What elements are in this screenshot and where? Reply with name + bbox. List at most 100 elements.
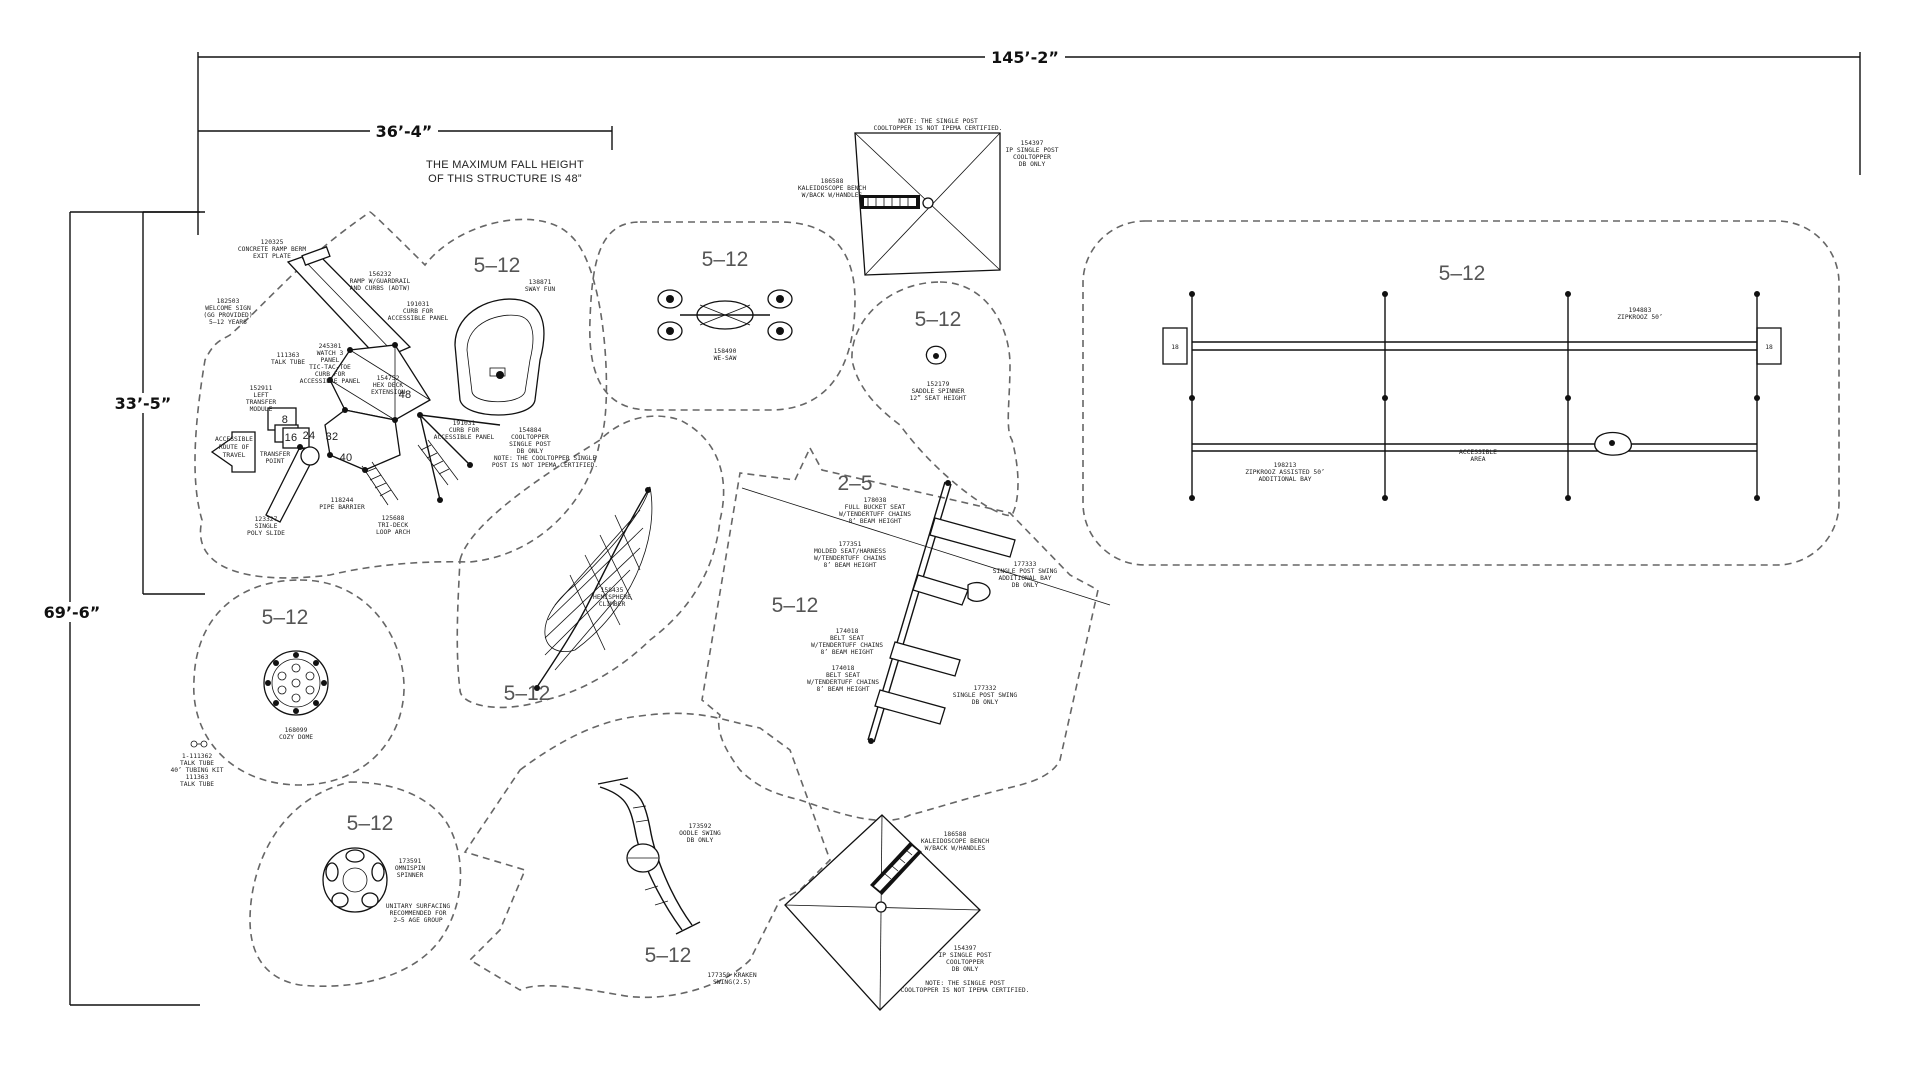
sway-fun xyxy=(454,298,545,416)
zone-oodle-label: 5–12 xyxy=(645,944,692,967)
svg-text:18: 18 xyxy=(1171,344,1179,351)
oodle-swing: 173592 OODLE SWING DB ONLY 177350 KRAKEN… xyxy=(597,777,757,986)
label-welcome-sign: 182503 WELCOME SIGN (GG PROVIDED) 5–12 Y… xyxy=(203,298,252,326)
hemisphere-climber: 158435 HEMISPHERE CLIMBER xyxy=(534,486,653,691)
zone-zipline xyxy=(1082,220,1840,566)
svg-text:NOTE: THE SINGLE POST: NOTE: THE SINGLE POST xyxy=(898,118,978,125)
svg-text:118244: 118244 xyxy=(331,497,354,504)
svg-text:154397: 154397 xyxy=(954,945,977,952)
svg-text:CURB FOR: CURB FOR xyxy=(315,371,346,378)
label-transfer-module: 152911 LEFT TRANSFER MODULE xyxy=(246,385,277,413)
svg-text:BELT SEAT: BELT SEAT xyxy=(830,635,864,642)
svg-text:ADDITIONAL BAY: ADDITIONAL BAY xyxy=(1258,476,1311,483)
svg-text:DB ONLY: DB ONLY xyxy=(952,966,979,973)
label-oodle-swing: 173592 OODLE SWING DB ONLY xyxy=(679,823,721,844)
svg-text:RAMP W/GUARDRAIL: RAMP W/GUARDRAIL xyxy=(350,278,411,285)
svg-text:RECOMMENDED FOR: RECOMMENDED FOR xyxy=(390,910,447,917)
zone-zipline-label: 5–12 xyxy=(1439,262,1486,285)
svg-text:173592: 173592 xyxy=(689,823,712,830)
label-hemisphere: 158435 HEMISPHERE CLIMBER xyxy=(593,587,631,608)
svg-text:TIC-TAC-TOE: TIC-TAC-TOE xyxy=(309,364,351,371)
zipkrooz-zipline: 18 18 194883 ZIPKROOZ 50’ 198213 ZIPKROO… xyxy=(1162,291,1782,501)
svg-text:POLY SLIDE: POLY SLIDE xyxy=(247,530,285,537)
zone-cozy-dome xyxy=(193,579,405,786)
svg-text:AREA: AREA xyxy=(1470,456,1485,463)
svg-text:SWAY FUN: SWAY FUN xyxy=(525,286,556,293)
svg-text:ZIPKROOZ ASSISTED 50’: ZIPKROOZ ASSISTED 50’ xyxy=(1245,469,1325,476)
svg-text:156232: 156232 xyxy=(369,271,392,278)
kaleidoscope-bench-bottom xyxy=(870,842,922,895)
svg-text:DB ONLY: DB ONLY xyxy=(1019,161,1046,168)
svg-text:SINGLE: SINGLE xyxy=(255,523,278,530)
svg-text:198213: 198213 xyxy=(1274,462,1297,469)
label-sway-fun: 138871 SWAY FUN xyxy=(525,279,556,293)
label-zipkrooz: 194883 ZIPKROOZ 50’ xyxy=(1617,307,1663,321)
svg-text:EXTENSION: EXTENSION xyxy=(371,389,405,396)
zip-platform-left xyxy=(1162,327,1188,365)
dimension-overall-depth: 69’-6” xyxy=(38,211,200,1006)
label-cooltopper-deck: 154884 COOLTOPPER SINGLE POST DB ONLY xyxy=(509,427,551,455)
svg-text:40’ TUBING KIT: 40’ TUBING KIT xyxy=(170,767,223,774)
svg-text:8’ BEAM HEIGHT: 8’ BEAM HEIGHT xyxy=(848,518,901,525)
label-bucket-seat: 178038 FULL BUCKET SEAT W/TENDERTUFF CHA… xyxy=(839,497,911,525)
svg-text:158435: 158435 xyxy=(601,587,624,594)
zone-spinner-label: 5–12 xyxy=(347,812,394,835)
main-play-structure: ACCESSIBLE ROUTE OF TRAVEL 8 xyxy=(203,239,598,537)
svg-text:OF THIS STRUCTURE IS 48”: OF THIS STRUCTURE IS 48” xyxy=(428,173,582,185)
svg-text:111363: 111363 xyxy=(186,774,209,781)
svg-text:1-111362: 1-111362 xyxy=(182,753,213,760)
fall-height-note: THE MAXIMUM FALL HEIGHT OF THIS STRUCTUR… xyxy=(426,159,584,185)
cozy-dome: 168099 COZY DOME xyxy=(263,650,329,741)
dimension-structure-depth: 33’-5” xyxy=(110,211,205,595)
label-belt-seat-a: 174018 BELT SEAT W/TENDERTUFF CHAINS 8’ … xyxy=(811,628,883,656)
label-cooltopper-bottom: 154397 IP SINGLE POST COOLTOPPER DB ONLY xyxy=(938,945,991,973)
svg-text:W/TENDERTUFF CHAINS: W/TENDERTUFF CHAINS xyxy=(814,555,886,562)
svg-text:UNITARY SURFACING: UNITARY SURFACING xyxy=(386,903,451,910)
svg-text:12” SEAT HEIGHT: 12” SEAT HEIGHT xyxy=(910,395,967,402)
svg-text:HEX DECK: HEX DECK xyxy=(373,382,404,389)
svg-text:SWING(2.5): SWING(2.5) xyxy=(713,979,751,986)
label-cooltopper-top-note: NOTE: THE SINGLE POST COOLTOPPER IS NOT … xyxy=(874,118,1003,132)
label-transfer-point: TRANSFER POINT xyxy=(260,451,291,465)
dim-structure-width-text: 36’-4” xyxy=(376,122,433,141)
label-oodle-overlap: 177350 KRAKEN SWING(2.5) xyxy=(707,972,756,986)
svg-text:W/TENDERTUFF CHAINS: W/TENDERTUFF CHAINS xyxy=(839,511,911,518)
svg-text:OODLE SWING: OODLE SWING xyxy=(679,830,721,837)
svg-text:SINGLE POST SWING: SINGLE POST SWING xyxy=(953,692,1018,699)
deck-height-48: 48 xyxy=(399,389,412,401)
svg-text:191031: 191031 xyxy=(407,301,430,308)
deck-height-8: 8 xyxy=(282,414,288,426)
dimension-structure-width: 36’-4” xyxy=(198,122,613,150)
svg-text:245301: 245301 xyxy=(319,343,342,350)
svg-text:DB ONLY: DB ONLY xyxy=(517,448,544,455)
svg-text:5–12 YEARS: 5–12 YEARS xyxy=(209,319,247,326)
svg-text:CONCRETE RAMP BERM: CONCRETE RAMP BERM xyxy=(238,246,306,253)
label-single-swing-b: 177332 SINGLE POST SWING DB ONLY xyxy=(953,685,1018,706)
svg-text:8’ BEAM HEIGHT: 8’ BEAM HEIGHT xyxy=(823,562,876,569)
svg-text:123327: 123327 xyxy=(255,516,278,523)
svg-text:IP SINGLE POST: IP SINGLE POST xyxy=(1005,147,1058,154)
dimension-overall-width: 145’-2” xyxy=(197,48,1861,235)
saddle-spinner: 152179 SADDLE SPINNER 12” SEAT HEIGHT xyxy=(910,345,967,402)
svg-text:125688: 125688 xyxy=(382,515,405,522)
svg-text:168099: 168099 xyxy=(285,727,308,734)
svg-text:EXIT PLATE: EXIT PLATE xyxy=(253,253,291,260)
svg-text:TRANSFER: TRANSFER xyxy=(260,451,291,458)
label-accessible-panel: 191031 CURB FOR ACCESSIBLE PANEL xyxy=(434,420,495,441)
svg-text:182503: 182503 xyxy=(217,298,240,305)
svg-text:138871: 138871 xyxy=(529,279,552,286)
zone-swings xyxy=(701,446,1099,822)
label-talk-tube-a: 111363 TALK TUBE xyxy=(271,352,305,366)
swing-seat-bucket xyxy=(929,517,1016,558)
svg-text:NOTE: THE SINGLE POST: NOTE: THE SINGLE POST xyxy=(925,980,1005,987)
svg-text:DB ONLY: DB ONLY xyxy=(1012,582,1039,589)
label-single-swing-a: 177333 SINGLE POST SWING ADDITIONAL BAY … xyxy=(993,561,1058,589)
svg-text:KALEIDOSCOPE BENCH: KALEIDOSCOPE BENCH xyxy=(921,838,989,845)
label-pipe-barrier: 118244 PIPE BARRIER xyxy=(319,497,365,511)
svg-text:COZY DOME: COZY DOME xyxy=(279,734,313,741)
deck-height-24: 24 xyxy=(303,430,316,442)
svg-text:TALK TUBE: TALK TUBE xyxy=(271,359,305,366)
svg-text:ZIPKROOZ 50’: ZIPKROOZ 50’ xyxy=(1617,314,1663,321)
label-accessible-area: ACCESSIBLE AREA xyxy=(1459,449,1497,463)
svg-text:ACCESSIBLE: ACCESSIBLE xyxy=(1459,449,1497,456)
